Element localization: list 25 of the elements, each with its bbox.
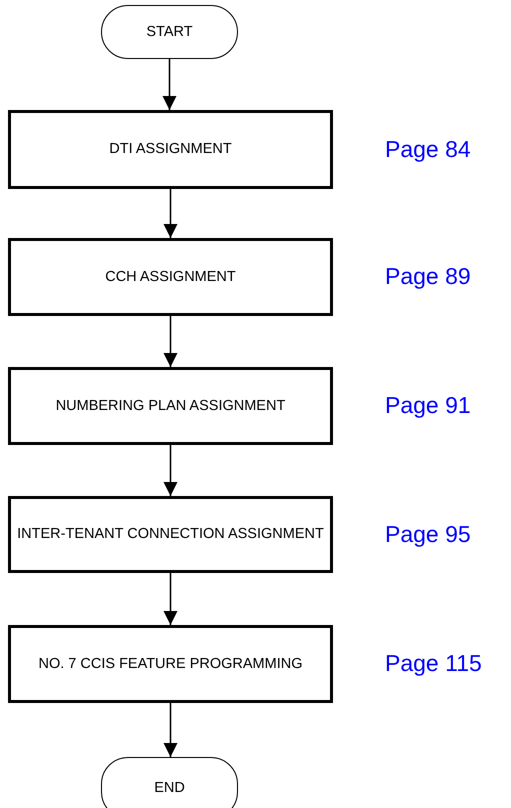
node-label: NO. 7 CCIS FEATURE PROGRAMMING (38, 656, 302, 672)
page-reference: Page 89 (385, 263, 471, 290)
page-reference: Page 115 (385, 650, 482, 677)
process-box (8, 496, 333, 573)
node-label: END (154, 780, 185, 796)
arrow (164, 703, 178, 757)
arrow (164, 573, 178, 625)
node-label: CCH ASSIGNMENT (105, 268, 236, 286)
node-label: DTI ASSIGNMENT (109, 141, 232, 158)
terminator-shape (101, 757, 238, 808)
process-box (8, 367, 333, 445)
process-box (8, 238, 333, 316)
process-box (8, 110, 333, 189)
page-reference: Page 91 (385, 392, 471, 419)
node-label: NUMBERING PLAN ASSIGNMENT (56, 398, 286, 414)
page-reference: Page 84 (385, 136, 471, 162)
terminator-shape (101, 5, 238, 59)
arrow (164, 189, 178, 238)
arrow (162, 59, 176, 110)
page-reference: Page 95 (385, 520, 471, 548)
node-label: START (146, 24, 193, 40)
arrow (164, 316, 178, 367)
process-box (8, 625, 333, 703)
arrow (164, 445, 178, 496)
node-label: INTER-TENANT CONNECTION ASSIGNMENT (17, 526, 324, 543)
